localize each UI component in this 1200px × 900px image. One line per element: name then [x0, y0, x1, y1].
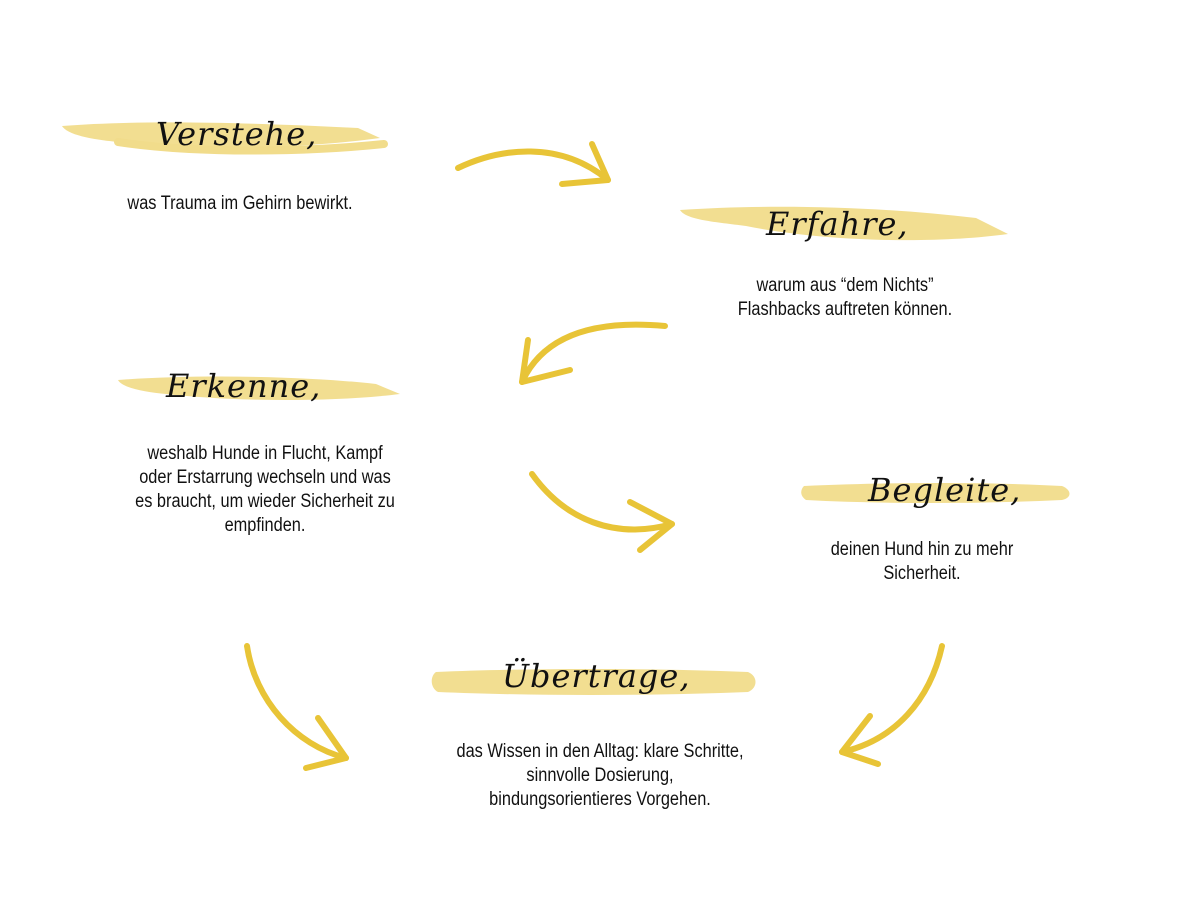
- step-erfahre-title-block: Erfahre,: [676, 200, 1016, 250]
- arrow-verstehe-to-erfahre: [455, 141, 611, 187]
- step-title: Erkenne,: [166, 367, 322, 405]
- highlight-brush: [62, 122, 388, 155]
- step-begleite-title-block: Begleite,: [800, 471, 1072, 510]
- step-begleite-description: deinen Hund hin zu mehr Sicherheit.: [767, 538, 1077, 586]
- highlight-brush: [118, 376, 400, 400]
- step-erkenne-description: weshalb Hunde in Flucht, Kampf oder Erst…: [106, 442, 424, 538]
- step-verstehe-title-block: Verstehe,: [58, 112, 388, 162]
- description-line: warum aus “dem Nichts”: [756, 275, 934, 296]
- step-uebertrage-title-block: Übertrage,: [430, 660, 760, 700]
- description-line: empfinden.: [224, 515, 306, 536]
- description-line: das Wissen in den Alltag: klare Schritte…: [456, 741, 744, 762]
- description-line: oder Erstarrung wechseln und was: [139, 467, 391, 488]
- description-line: Flashbacks auftreten können.: [737, 299, 953, 320]
- step-uebertrage-description: das Wissen in den Alltag: klare Schritte…: [411, 740, 789, 812]
- description-line: weshalb Hunde in Flucht, Kampf: [147, 443, 383, 464]
- step-title: Verstehe,: [156, 115, 318, 153]
- step-title: Begleite,: [868, 471, 1022, 509]
- highlight-brush: [431, 669, 756, 695]
- highlight-brush: [801, 483, 1070, 503]
- arrow-erkenne-to-begleite: [529, 471, 675, 553]
- arrow-begleite-to-uebertrage: [839, 643, 945, 767]
- description-line: Sicherheit.: [883, 563, 961, 584]
- step-erfahre-description: warum aus “dem Nichts” Flashbacks auftre…: [690, 274, 1000, 322]
- arrow-erfahre-to-erkenne: [519, 321, 668, 385]
- arrow-erkenne-to-uebertrage: [244, 643, 349, 771]
- step-title: Übertrage,: [502, 657, 691, 695]
- description-line: es braucht, um wieder Sicherheit zu: [135, 491, 395, 512]
- step-erkenne-title-block: Erkenne,: [116, 368, 406, 408]
- description-line: deinen Hund hin zu mehr: [830, 539, 1014, 560]
- description-line: bindungsorientieres Vorgehen.: [489, 789, 711, 810]
- highlight-brush: [680, 206, 1008, 241]
- step-title: Erfahre,: [766, 205, 909, 243]
- step-verstehe-description: was Trauma im Gehirn bewirkt.: [85, 192, 395, 216]
- description-line: was Trauma im Gehirn bewirkt.: [127, 193, 353, 214]
- description-line: sinnvolle Dosierung,: [526, 765, 674, 786]
